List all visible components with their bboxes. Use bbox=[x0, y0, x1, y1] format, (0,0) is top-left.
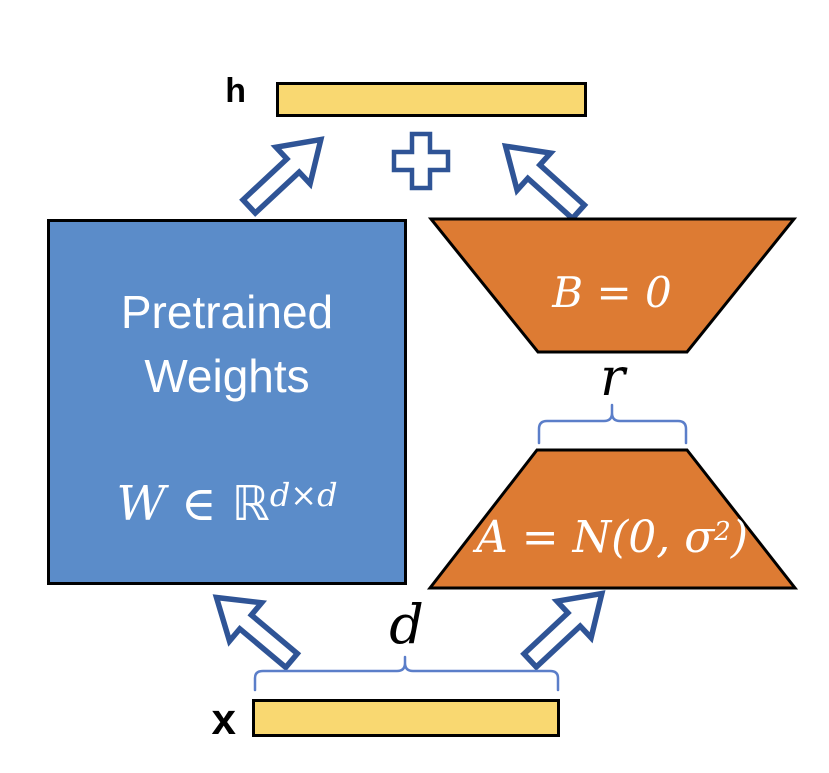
width-brace-path bbox=[253, 655, 560, 692]
arrow-up-left-shape bbox=[501, 142, 589, 223]
pretrained-line2: Weights bbox=[144, 350, 310, 402]
pretrained-weights-title: Pretrained Weights bbox=[50, 280, 404, 408]
x-vector-label: x bbox=[211, 695, 236, 744]
arrow-to-pretrained-shape bbox=[212, 594, 302, 672]
arrow-up-right-icon bbox=[239, 136, 325, 217]
width-brace-icon bbox=[253, 655, 560, 692]
x-vector-bar bbox=[252, 699, 560, 737]
matrix-a-formula-close: ) bbox=[730, 512, 748, 563]
matrix-b-formula: B = 0 bbox=[552, 268, 672, 317]
weight-matrix-formula: W ∈ ℝd×d bbox=[50, 465, 404, 534]
rank-brace-icon bbox=[537, 403, 688, 445]
matrix-a-formula: A = N(0, σ2) bbox=[426, 512, 798, 563]
matrix-b-shape bbox=[427, 217, 798, 354]
plus-shape bbox=[391, 131, 451, 191]
arrow-to-matrix-a-icon bbox=[520, 590, 606, 671]
matrix-a-formula-exponent: 2 bbox=[714, 517, 731, 547]
plus-icon bbox=[391, 131, 451, 191]
rank-brace-path bbox=[537, 403, 688, 445]
h-vector-bar bbox=[276, 82, 587, 117]
matrix-a-shape bbox=[426, 448, 799, 590]
h-vector-label: h bbox=[225, 72, 246, 110]
arrow-to-matrix-a-shape bbox=[520, 590, 606, 671]
matrix-a-formula-base: A = N(0, σ bbox=[475, 512, 715, 563]
weight-formula-exponent: d×d bbox=[269, 476, 338, 514]
width-label: d bbox=[389, 593, 424, 656]
rank-label: r bbox=[600, 348, 625, 408]
arrow-up-right-shape bbox=[239, 136, 325, 217]
weight-formula-base: W ∈ ℝ bbox=[116, 476, 270, 532]
pretrained-line1: Pretrained bbox=[120, 286, 334, 338]
matrix-b-trapezoid bbox=[427, 217, 798, 354]
pretrained-weights-box: Pretrained Weights W ∈ ℝd×d bbox=[47, 219, 407, 585]
arrow-to-pretrained-icon bbox=[212, 594, 302, 672]
arrow-up-left-icon bbox=[501, 142, 589, 223]
matrix-a-trapezoid bbox=[426, 448, 799, 590]
